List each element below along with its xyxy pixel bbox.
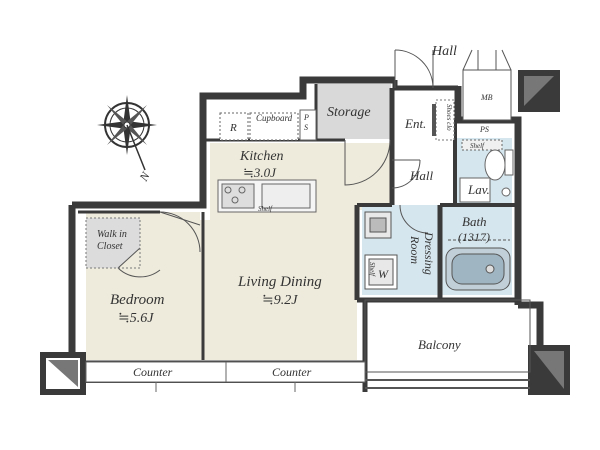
bath-fixtures (445, 239, 511, 291)
label-counter-left: Counter (133, 365, 173, 379)
label-ent: Ent. (404, 116, 426, 131)
label-cupboard: Cupboard (256, 113, 293, 123)
label-ps-bath: PS (479, 125, 489, 134)
label-storage: Storage (327, 105, 371, 120)
storage-floor (316, 84, 391, 139)
closet-door (117, 247, 161, 278)
label-hall-top: Hall (431, 44, 457, 59)
entrance-door (394, 49, 512, 121)
pillars (40, 70, 570, 395)
label-kitchen: Kitchen (239, 149, 284, 164)
label-counter-right: Counter (272, 365, 312, 379)
closet-floor (86, 218, 140, 268)
label-lav: Lav. (467, 182, 490, 197)
compass-icon (97, 95, 157, 171)
label-kitchen-area: ≒3.0J (243, 165, 277, 180)
label-living-dining: Living Dining (237, 274, 322, 290)
windows-bottom (85, 361, 366, 392)
label-mb: MB (480, 93, 493, 102)
label-closet: Closet (97, 241, 123, 252)
dressing-door (399, 204, 429, 234)
kitchen-fixtures (217, 109, 317, 213)
label-bath: Bath (462, 214, 487, 229)
label-shelf-w: Shelf (368, 262, 376, 277)
label-hall-mid: Hall (409, 168, 434, 183)
bedroom-door (159, 211, 201, 253)
hall-door (391, 159, 421, 189)
fridge (219, 112, 249, 141)
label-room: Room (408, 235, 422, 264)
label-fridge: R (229, 122, 237, 134)
washer-area (364, 211, 398, 290)
label-bedroom: Bedroom (110, 292, 165, 308)
cupboard (249, 112, 299, 141)
lav-fixtures (459, 139, 514, 203)
label-shelf-kitchen: Shelf (258, 205, 273, 213)
label-shelf-lav: Shelf (470, 142, 485, 150)
label-walk-in: Walk in (97, 229, 127, 240)
balcony (364, 299, 531, 389)
label-washer: W (378, 267, 389, 281)
kitchen-door (344, 139, 391, 186)
label-dressing: Dressing (422, 231, 436, 275)
label-compass-n: N (136, 169, 153, 185)
label-balcony: Balcony (418, 337, 461, 352)
label-bath-size: (1317) (458, 230, 490, 244)
label-bedroom-area: ≒5.6J (118, 311, 154, 326)
label-shoes-closet: Shoes clo (445, 104, 453, 131)
label-living-area: ≒9.2J (262, 293, 298, 308)
